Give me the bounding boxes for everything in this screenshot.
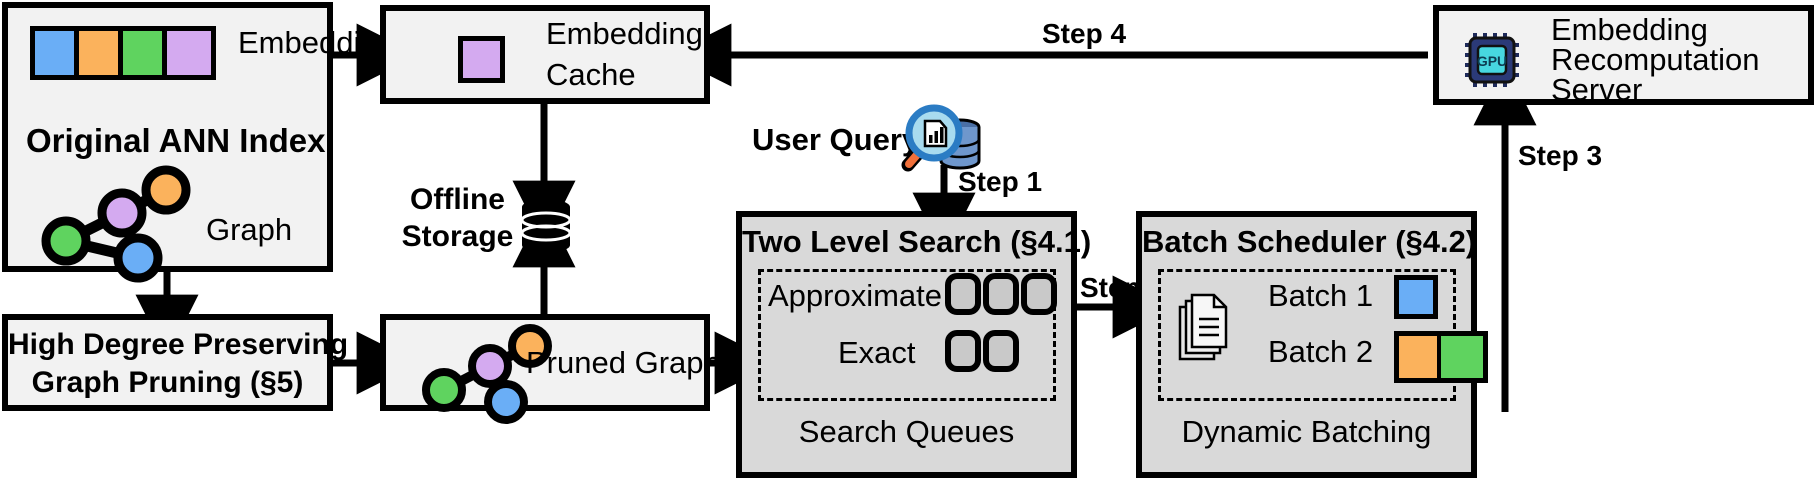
batch-1-items — [1394, 275, 1438, 319]
queue-slot[interactable] — [945, 330, 981, 372]
two-level-search-title: Two Level Search (§4.1) — [742, 224, 1092, 259]
embedding-cell-orange — [79, 31, 123, 75]
queue-slot[interactable] — [1021, 273, 1057, 315]
two-level-search-panel[interactable]: Two Level Search (§4.1) Approximate Exac… — [736, 211, 1092, 478]
embedding-strip — [30, 26, 216, 80]
queue-slot[interactable] — [983, 273, 1019, 315]
step4-label: Step 4 — [1042, 18, 1127, 49]
pruned-graph-icon — [422, 324, 552, 424]
batch-scheduler-panel[interactable]: Batch Scheduler (§4.2) Batch 1 Batch 2 D… — [1136, 211, 1488, 478]
database-cylinder-icon — [520, 199, 572, 253]
step3-label: Step 3 — [1518, 140, 1603, 171]
exact-label: Exact — [838, 335, 916, 370]
dynamic-batching-footer: Dynamic Batching — [1181, 414, 1432, 449]
batch-1-label: Batch 1 — [1268, 278, 1374, 313]
pruned-graph-panel[interactable]: Pruned Graph — [380, 314, 721, 424]
magnifier-over-document-database-icon — [901, 104, 981, 172]
embedding-cache-swatch — [458, 36, 505, 83]
batch-scheduler-title: Batch Scheduler (§4.2) — [1142, 224, 1477, 259]
documents-stack-icon — [1178, 293, 1228, 361]
offline-storage-line1: Offline — [410, 183, 505, 216]
embedding-cache-panel[interactable]: Embedding Cache — [380, 5, 710, 104]
user-query-label: User Query — [752, 122, 920, 157]
pruned-graph-label: Pruned Graph — [526, 345, 721, 380]
batch-2-label: Batch 2 — [1268, 334, 1374, 369]
original-graph-icon — [41, 165, 191, 283]
recompute-server-line3: Server — [1551, 72, 1643, 107]
queue-slot[interactable] — [945, 273, 981, 315]
recompute-server-line2: Recomputation — [1551, 42, 1760, 77]
embedding-label: Embedding — [238, 25, 395, 60]
gpu-chip-icon: GPU — [1465, 33, 1519, 87]
batch-item-green — [1441, 336, 1483, 378]
embedding-cache-line2: Cache — [546, 57, 636, 92]
graph-label: Graph — [206, 212, 293, 247]
approximate-slots[interactable] — [945, 273, 1057, 315]
embedding-cache-line1: Embedding — [546, 16, 703, 51]
original-ann-index-panel[interactable]: Embedding Original ANN Index Graph — [2, 2, 395, 283]
graph-pruning-line2: Graph Pruning (§5) — [31, 366, 304, 399]
batch-2-items — [1394, 331, 1488, 383]
search-queues-footer: Search Queues — [798, 414, 1015, 449]
offline-storage-line2: Storage — [401, 220, 514, 253]
embedding-cell-blue — [35, 31, 79, 75]
graph-pruning-line1: High Degree Preserving — [8, 328, 349, 361]
embedding-cell-purple — [167, 31, 211, 75]
recompute-server-line1: Embedding — [1551, 12, 1708, 47]
approximate-label: Approximate — [768, 278, 943, 313]
step1-label: Step 1 — [958, 166, 1043, 197]
batch-item-orange — [1399, 336, 1441, 378]
embedding-cell-green — [123, 31, 167, 75]
batch-item-blue — [1394, 275, 1438, 319]
search-queues-group — [758, 269, 1056, 401]
svg-text:GPU: GPU — [1477, 53, 1507, 69]
exact-slots[interactable] — [945, 330, 1019, 372]
graph-pruning-panel[interactable]: High Degree Preserving Graph Pruning (§5… — [2, 314, 349, 411]
recompute-server-panel[interactable]: GPU Embedding Recomputation Server — [1433, 5, 1814, 107]
queue-slot[interactable] — [983, 330, 1019, 372]
original-ann-index-title: Original ANN Index — [26, 122, 326, 159]
